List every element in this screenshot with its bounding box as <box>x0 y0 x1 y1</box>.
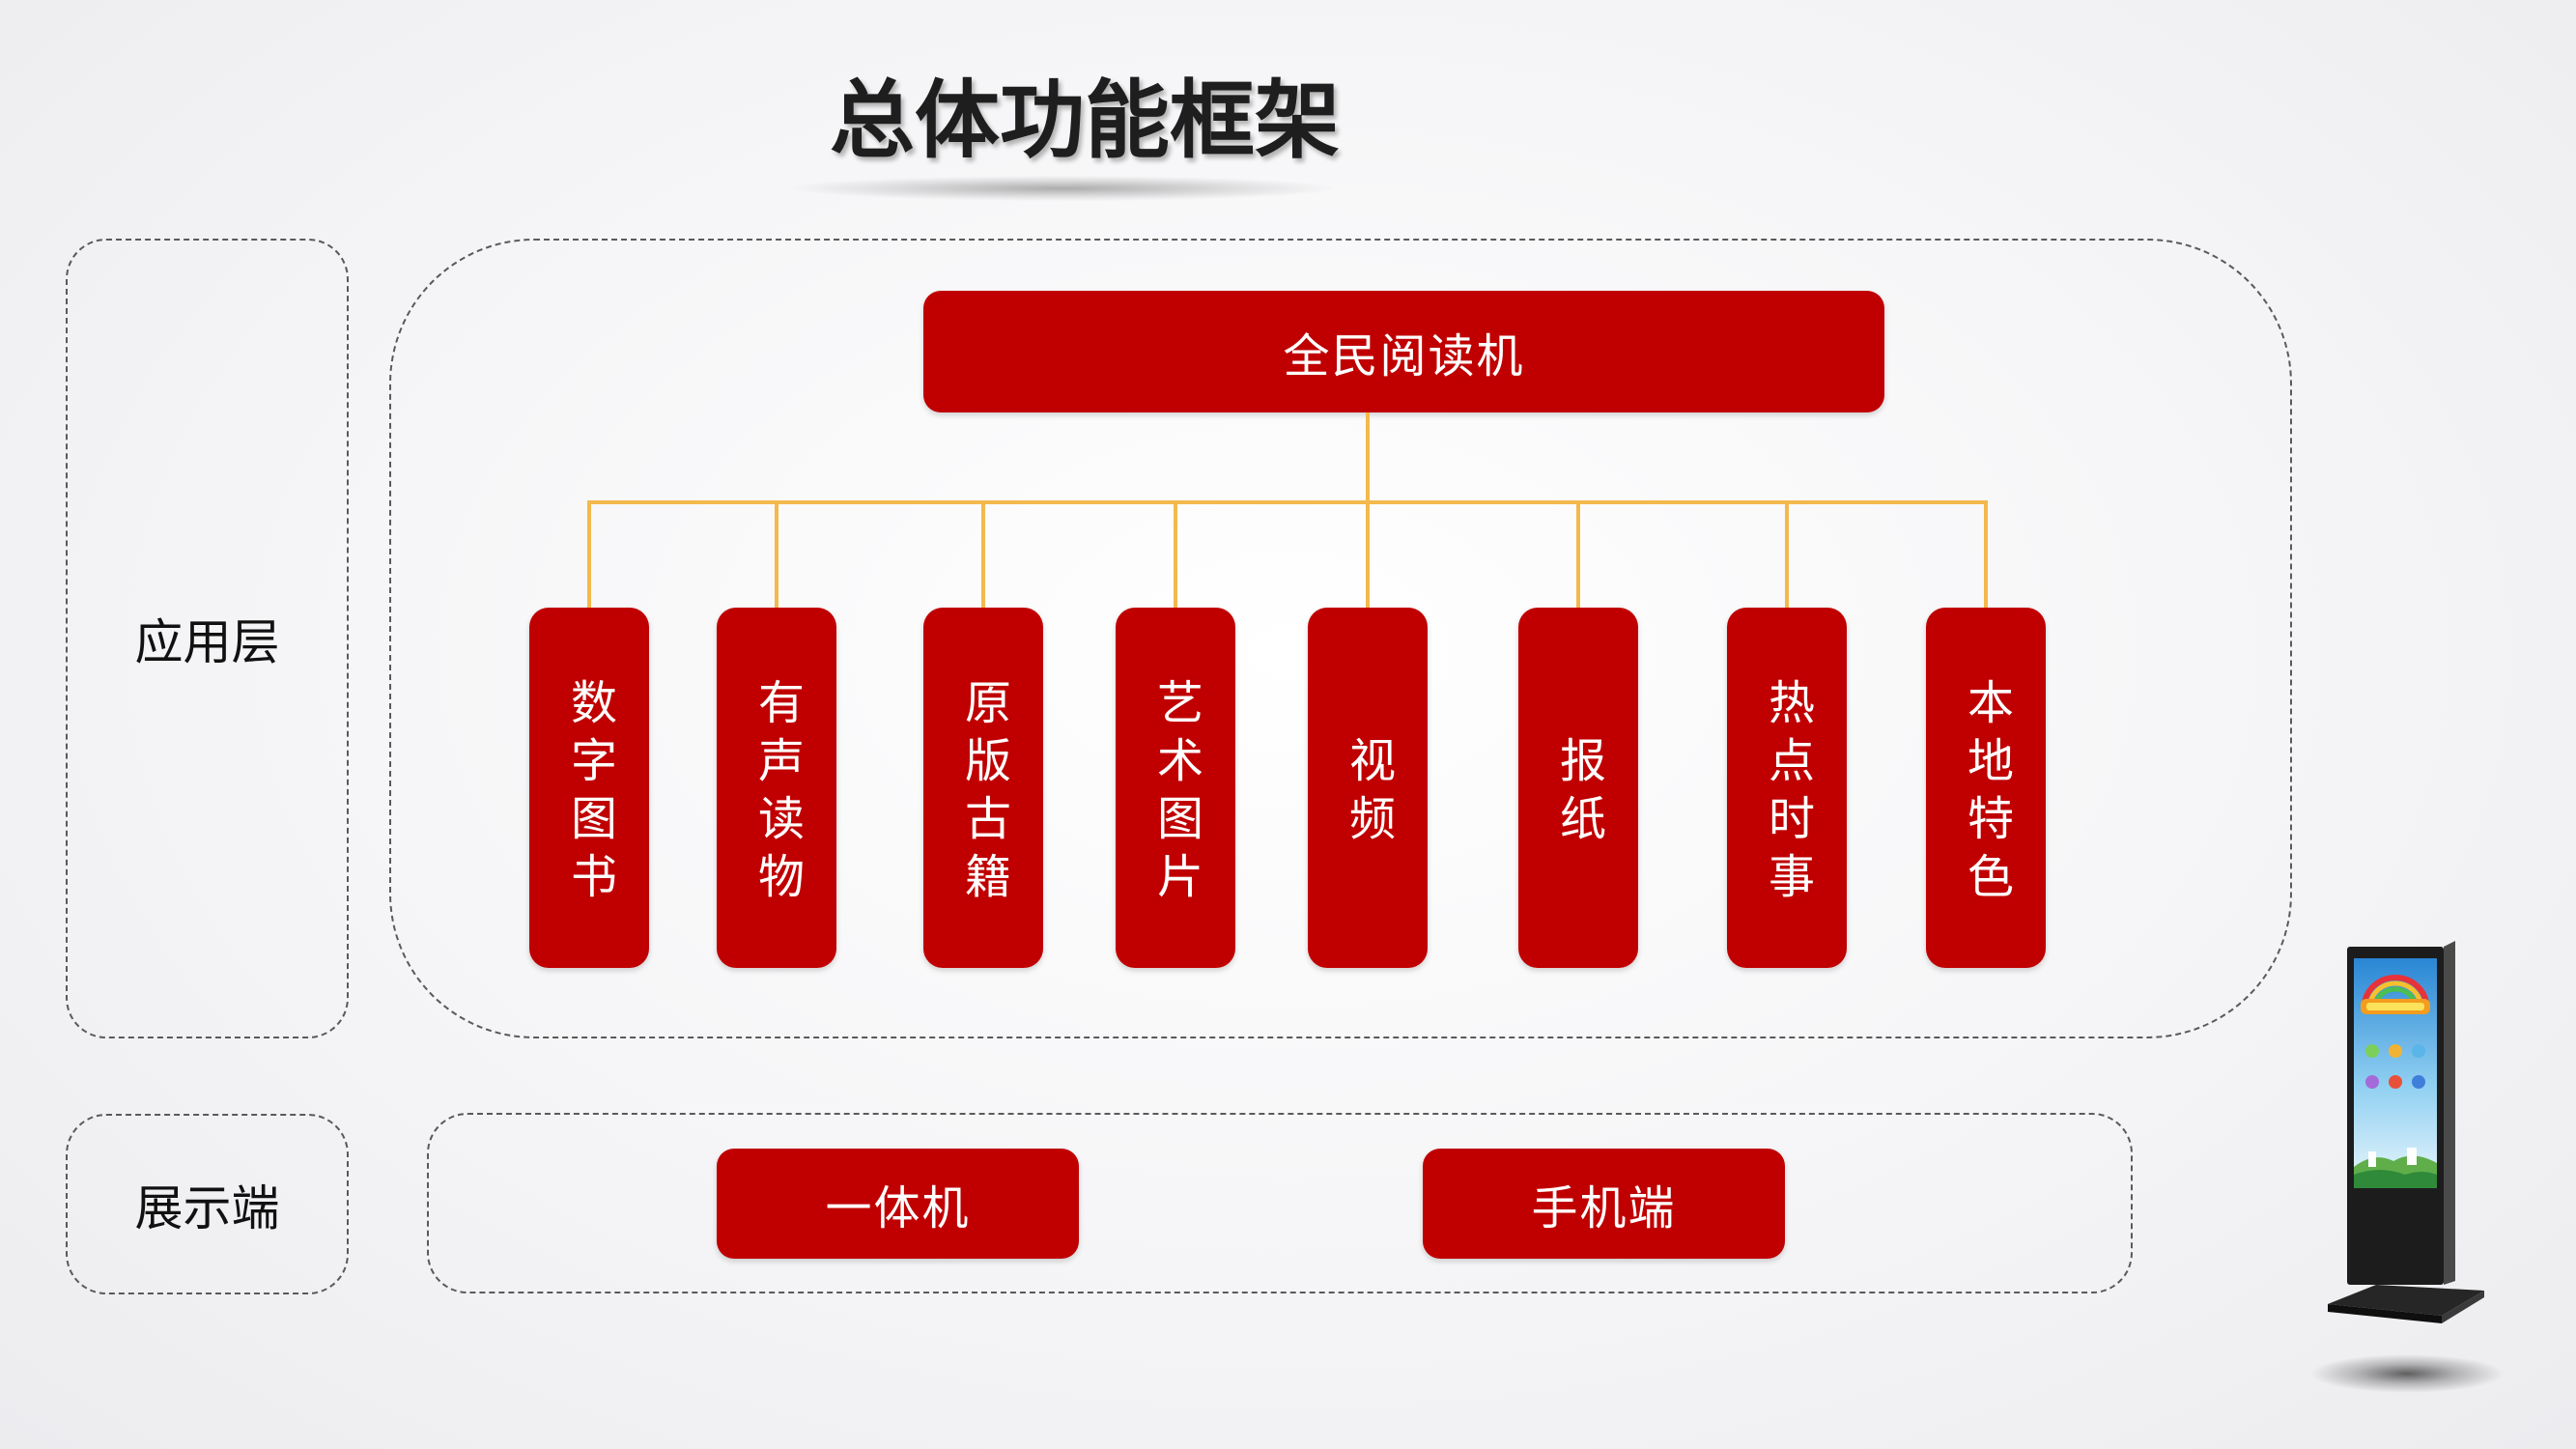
module-label: 原版古籍 <box>956 677 1010 910</box>
kiosk-side-panel <box>2444 941 2455 1285</box>
title-shadow <box>792 176 1333 201</box>
module-label: 有声读物 <box>750 677 804 910</box>
display-item-mobile: 手机端 <box>1423 1149 1785 1259</box>
connector-drop <box>1984 500 1988 608</box>
module-current-events: 热点时事 <box>1727 608 1847 968</box>
module-local-features: 本地特色 <box>1926 608 2046 968</box>
connector-drop <box>1785 500 1789 608</box>
connector-drop <box>1366 500 1370 608</box>
display-panel <box>427 1113 2133 1293</box>
display-item-kiosk: 一体机 <box>717 1149 1079 1259</box>
module-video: 视频 <box>1308 608 1428 968</box>
layer-box-application: 应用层 <box>66 239 349 1038</box>
module-label: 数字图书 <box>562 677 616 910</box>
module-label: 视频 <box>1341 735 1395 852</box>
module-label: 艺术图片 <box>1148 677 1203 910</box>
page-title: 总体功能框架 <box>830 71 1341 170</box>
module-original-classics: 原版古籍 <box>923 608 1043 968</box>
connector-drop <box>587 500 591 608</box>
kiosk-floor-shadow <box>2310 1354 2504 1393</box>
application-panel <box>389 239 2292 1038</box>
display-item-label: 一体机 <box>825 1181 971 1236</box>
module-label: 本地特色 <box>1959 677 2013 910</box>
root-node-label: 全民阅读机 <box>1283 329 1525 384</box>
kiosk-base <box>2328 1285 2484 1316</box>
module-label: 报纸 <box>1551 735 1605 852</box>
module-audio-reading: 有声读物 <box>717 608 836 968</box>
root-node: 全民阅读机 <box>923 291 1884 412</box>
layer-box-display: 展示端 <box>66 1114 349 1294</box>
layer-label-display: 展示端 <box>134 1179 280 1236</box>
connector-drop <box>1174 500 1177 608</box>
connector-bus <box>587 500 1988 504</box>
connector-trunk <box>1366 412 1370 504</box>
module-label: 热点时事 <box>1760 677 1814 910</box>
connector-drop <box>775 500 778 608</box>
connector-drop <box>1576 500 1580 608</box>
module-digital-books: 数字图书 <box>529 608 649 968</box>
module-newspapers: 报纸 <box>1518 608 1638 968</box>
display-item-label: 手机端 <box>1531 1181 1677 1236</box>
kiosk-terminal-icon <box>2310 941 2504 1393</box>
module-art-images: 艺术图片 <box>1116 608 1235 968</box>
layer-label-application: 应用层 <box>134 614 280 670</box>
connector-drop <box>981 500 985 608</box>
